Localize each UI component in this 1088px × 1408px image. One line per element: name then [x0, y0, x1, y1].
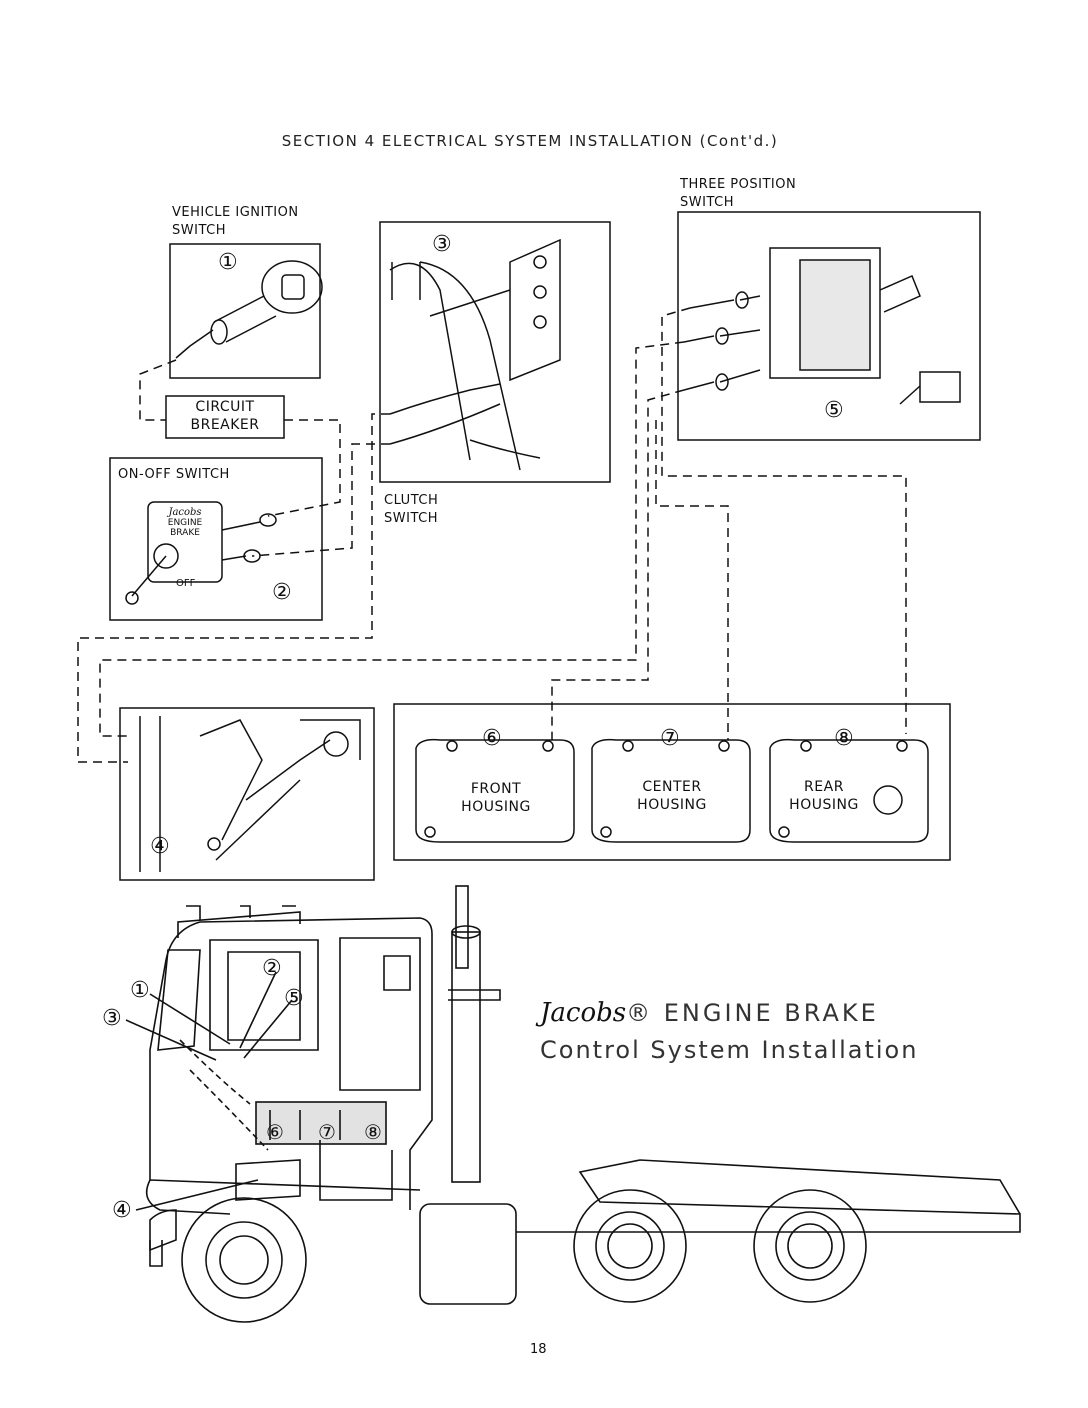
front-housing-label: FRONT HOUSING: [446, 780, 546, 816]
callout-1: ①: [218, 250, 238, 275]
switch-off-label: OFF: [176, 578, 196, 589]
label-line: THREE POSITION: [680, 177, 797, 192]
callout-3: ③: [432, 232, 452, 257]
switch-brand: Jacobs: [168, 507, 202, 518]
label-line: HOUSING: [637, 797, 707, 813]
label-line: CENTER: [642, 779, 702, 795]
ignition-switch-panel: [169, 243, 321, 379]
callout-5: ⑤: [824, 398, 844, 423]
front-housing-outline: [415, 738, 575, 843]
three-position-switch-drawing: [683, 247, 961, 405]
truck-callout-8: ⑧: [364, 1120, 382, 1144]
center-housing-label: CENTER HOUSING: [622, 778, 722, 814]
callout-7: ⑦: [660, 726, 680, 751]
clutch-switch-label: CLUTCH SWITCH: [384, 492, 438, 528]
circuit-breaker-label: CIRCUIT BREAKER: [166, 398, 284, 434]
clutch-switch-drawing: [389, 238, 561, 471]
on-off-switch-panel: [109, 457, 323, 621]
rear-housing-outline: [769, 738, 929, 843]
ignition-switch-drawing: [175, 260, 323, 359]
label-line: HOUSING: [789, 797, 859, 813]
truck-callout-3: ③: [102, 1006, 122, 1031]
three-position-panel: [677, 211, 981, 441]
callout-2: ②: [272, 580, 292, 605]
label-line: FRONT: [470, 781, 522, 797]
switch-face: Jacobs ENGINE BRAKE: [150, 507, 220, 539]
truck-illustration: [125, 885, 1021, 1323]
label-line: CLUTCH: [384, 493, 439, 508]
callout-8: ⑧: [834, 726, 854, 751]
label-line: REAR: [804, 779, 844, 795]
label-line: HOUSING: [461, 799, 531, 815]
product-title: Jacobs® ENGINE BRAKE: [540, 998, 879, 1028]
label-line: SWITCH: [172, 223, 226, 238]
center-housing-outline: [591, 738, 751, 843]
rear-housing-label: REAR HOUSING: [774, 778, 874, 814]
truck-callout-4: ④: [112, 1198, 132, 1223]
truck-callout-6: ⑥: [266, 1120, 284, 1144]
on-off-switch-drawing: [125, 501, 277, 605]
label-line: SWITCH: [384, 511, 438, 526]
truck-callout-2: ②: [262, 956, 282, 981]
callout-4: ④: [150, 834, 170, 859]
three-position-switch-label: THREE POSITION SWITCH: [680, 176, 796, 212]
label-line: VEHICLE IGNITION: [172, 205, 299, 220]
truck-callout-1: ①: [130, 978, 150, 1003]
page-number: 18: [530, 1342, 547, 1357]
label-line: SWITCH: [680, 195, 734, 210]
truck-callout-7: ⑦: [318, 1120, 336, 1144]
solenoid-drawing: [139, 716, 361, 872]
solenoid-panel: [119, 707, 375, 881]
housings-panel: [393, 703, 951, 861]
callout-6: ⑥: [482, 726, 502, 751]
jacobs-logo: Jacobs: [540, 998, 627, 1028]
on-off-switch-label: ON-OFF SWITCH: [118, 467, 230, 482]
section-heading: SECTION 4 ELECTRICAL SYSTEM INSTALLATION…: [281, 132, 779, 150]
clutch-switch-panel: [379, 221, 611, 483]
ignition-switch-label: VEHICLE IGNITION SWITCH: [172, 204, 299, 240]
switch-line: BRAKE: [170, 528, 200, 538]
label-line: CIRCUIT: [195, 399, 255, 415]
title-line-1: ® ENGINE BRAKE: [626, 999, 879, 1027]
title-line-2: Control System Installation: [540, 1036, 919, 1064]
circuit-breaker-box: [165, 395, 285, 439]
wiring-lines: [77, 307, 907, 763]
switch-line: ENGINE: [167, 518, 203, 528]
truck-callout-5: ⑤: [284, 986, 304, 1011]
label-line: BREAKER: [190, 417, 260, 433]
